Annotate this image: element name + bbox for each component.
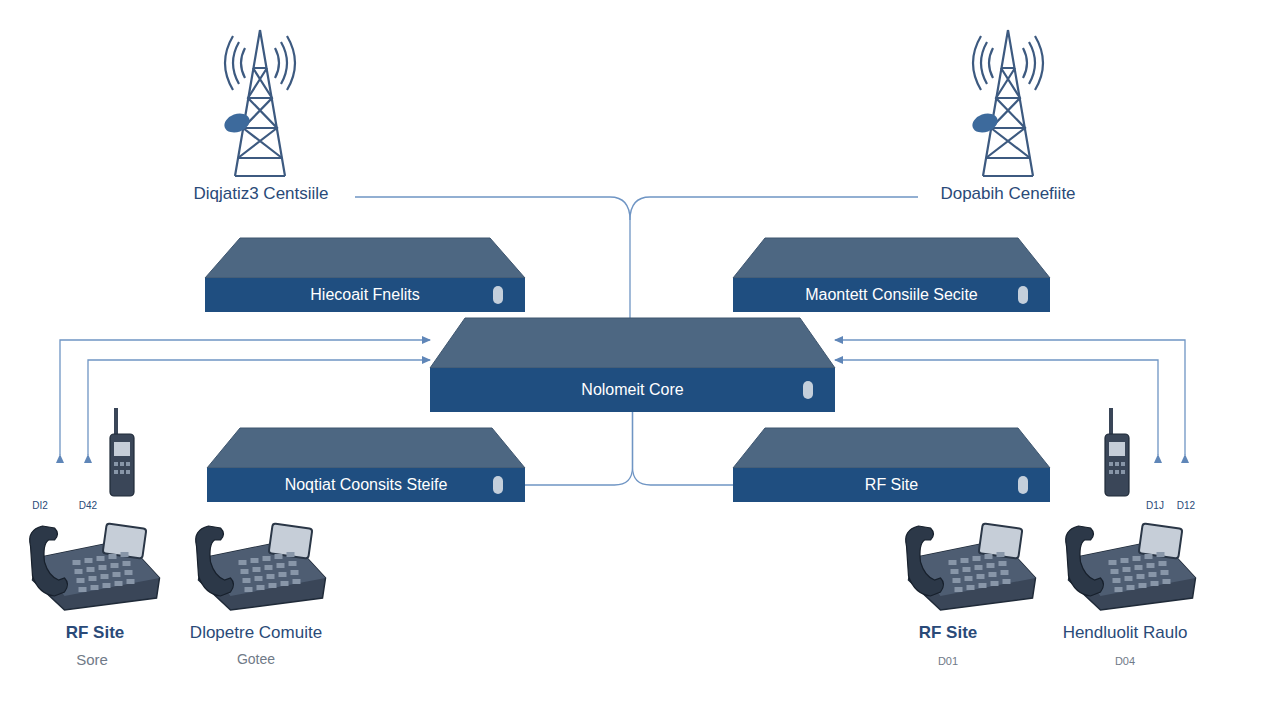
server-box: Nolomeit Core [430,318,835,412]
box-label: Hiecoait Fnelits [310,286,419,304]
text-label: RF Site [66,623,125,643]
text-label: D04 [1115,655,1135,667]
server-box: RF Site [733,428,1050,502]
desk-phone [30,523,160,610]
text-label: D1J [1146,500,1164,511]
text-label: D12 [1177,500,1195,511]
box-label-area: RF Site [733,468,1050,502]
radio-tower [970,30,1043,176]
text-label: Gotee [237,651,275,667]
desk-phone [1066,523,1196,610]
desk-phone [906,523,1036,610]
text-label: Dopabih Cenefiite [940,184,1075,204]
text-label: Sore [76,651,108,668]
leader-line [630,197,918,220]
text-label: DI2 [32,500,48,511]
server-box: Noqtiat Coonsits Steife [207,428,525,502]
text-label: Diqjatiz3 Centsiile [193,184,328,204]
radio-tower [222,30,295,176]
box-label: RF Site [865,476,918,494]
desk-phone [196,523,326,610]
box-label-area: Nolomeit Core [430,368,835,412]
handheld-radio [1105,408,1129,496]
box-label: Maontett Consiile Secite [805,286,978,304]
server-box: Maontett Consiile Secite [733,238,1050,312]
connector-line [633,412,734,485]
box-label: Nolomeit Core [581,381,683,399]
box-label: Noqtiat Coonsits Steife [285,476,448,494]
server-box: Hiecoait Fnelits [205,238,525,312]
text-label: Dlopetre Comuite [190,623,322,643]
box-label-area: Hiecoait Fnelits [205,278,525,312]
text-label: RF Site [919,623,978,643]
connector-line [525,412,633,485]
text-label: D42 [79,500,97,511]
box-label-area: Noqtiat Coonsits Steife [207,468,525,502]
text-label: D01 [938,655,958,667]
box-label-area: Maontett Consiile Secite [733,278,1050,312]
text-label: Hendluolit Raulo [1063,623,1188,643]
handheld-radio [110,408,134,496]
